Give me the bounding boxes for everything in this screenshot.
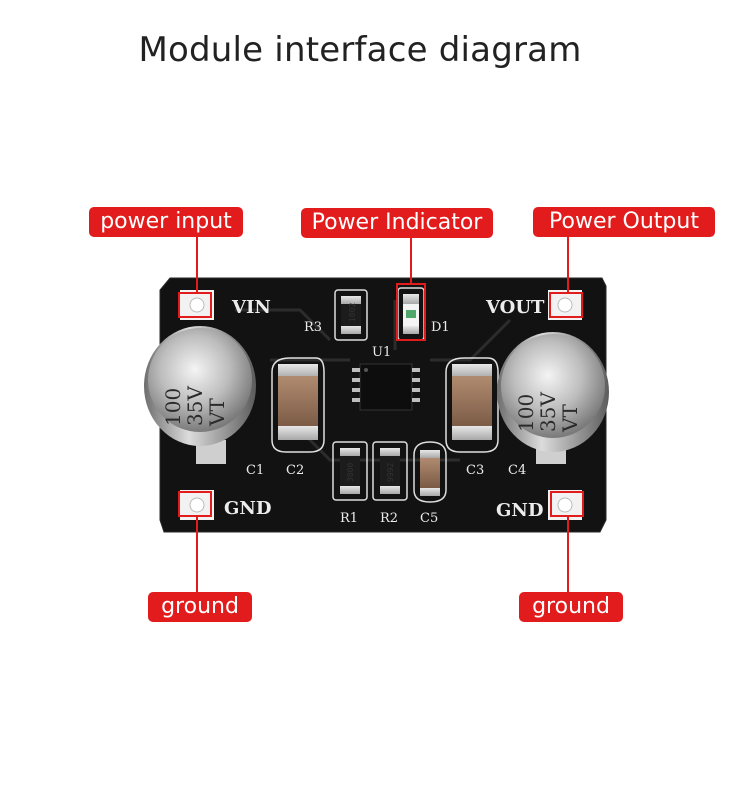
- highlight-vout: [549, 292, 583, 318]
- ic-u1: [352, 363, 420, 411]
- capacitor-c5: [413, 441, 447, 503]
- label-power-input: power input: [89, 207, 243, 237]
- capacitor-c3: [445, 357, 499, 453]
- label-power-output: Power Output: [533, 207, 715, 237]
- vout-pad: [548, 290, 582, 320]
- silk-gnd-right: GND: [496, 500, 543, 521]
- resistor-r2-code: 9992: [386, 463, 395, 482]
- silk-vout: VOUT: [485, 297, 545, 318]
- silk-vin: VIN: [231, 297, 271, 318]
- silk-c3: C3: [466, 463, 484, 478]
- resistor-r3-code: 1002: [348, 303, 357, 322]
- silk-d1: D1: [431, 320, 450, 335]
- silk-r1: R1: [340, 511, 358, 526]
- capacitor-c4-electrolytic: 100 35V VT: [497, 332, 609, 464]
- cap-right-line2: 35V: [536, 392, 560, 432]
- label-power-indicator: Power Indicator: [301, 208, 493, 238]
- capacitor-c2: [271, 357, 325, 453]
- capacitor-c1-electrolytic: 100 35V VT: [144, 326, 256, 464]
- silk-gnd-left: GND: [224, 498, 271, 519]
- silk-c2: C2: [286, 463, 304, 478]
- silk-c5: C5: [420, 511, 438, 526]
- silk-u1: U1: [372, 345, 391, 360]
- label-ground-right: ground: [519, 592, 623, 622]
- highlight-gnd-left: [178, 491, 212, 517]
- cap-left-line1: 100: [161, 388, 185, 426]
- cap-right-line3: VT: [558, 404, 582, 433]
- resistor-r3: 1002: [334, 289, 368, 341]
- resistor-r1: 3000: [332, 441, 368, 501]
- label-ground-left: ground: [148, 592, 252, 622]
- highlight-vin: [178, 292, 212, 318]
- resistor-r1-code: 3000: [346, 463, 355, 482]
- vin-pad: [180, 290, 214, 320]
- silk-r3: R3: [304, 320, 322, 335]
- cap-left-line2: 35V: [183, 386, 207, 426]
- silk-c4: C4: [508, 463, 526, 478]
- leader-lines: [196, 237, 569, 592]
- page-title: Module interface diagram: [138, 30, 582, 70]
- silk-c1: C1: [246, 463, 264, 478]
- cap-left-line3: VT: [205, 398, 229, 427]
- cap-right-line1: 100: [514, 394, 538, 432]
- silk-r2: R2: [380, 511, 398, 526]
- resistor-r2: 9992: [372, 441, 408, 501]
